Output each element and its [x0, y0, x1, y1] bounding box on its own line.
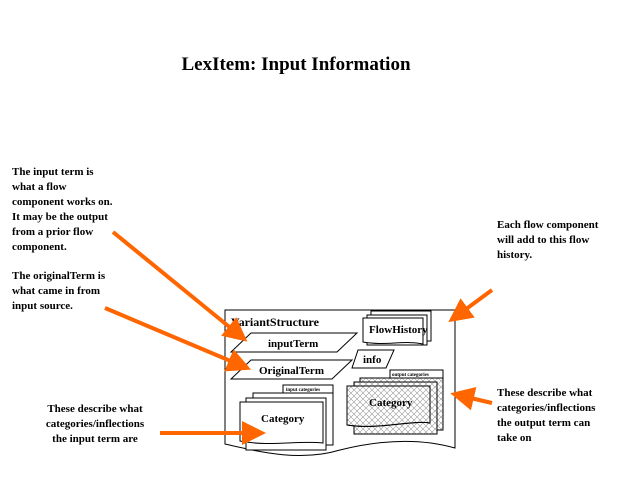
- note-line: component.: [12, 241, 67, 253]
- variant-structure-label: VariantStructure: [231, 315, 320, 329]
- note-line: component works on.: [12, 196, 113, 208]
- svg-text:FlowHistory: FlowHistory: [369, 324, 428, 336]
- output-categories: output categories Category: [346, 369, 444, 435]
- note-line: input source.: [12, 300, 73, 312]
- arrow-input-term: [111, 230, 248, 342]
- note-line: what came in from: [12, 285, 101, 297]
- note-line: what a flow: [12, 181, 67, 193]
- note-original-term: The originalTerm is what came in from in…: [12, 269, 105, 314]
- note-line: The input term is: [12, 166, 94, 178]
- svg-text:Category: Category: [261, 413, 305, 425]
- svg-text:output categories: output categories: [392, 373, 429, 378]
- svg-text:OriginalTerm: OriginalTerm: [259, 365, 324, 377]
- svg-text:inputTerm: inputTerm: [268, 338, 318, 350]
- input-categories: input categories Category: [239, 384, 334, 451]
- note-line: from a prior flow: [12, 226, 94, 238]
- note-line: These describe what: [497, 387, 593, 399]
- note-line: It may be the output: [12, 211, 108, 223]
- note-line: categories/inflections: [45, 418, 145, 430]
- note-line: take on: [497, 432, 532, 444]
- svg-text:Category: Category: [369, 397, 413, 409]
- input-term: inputTerm: [229, 332, 359, 353]
- note-line: These describe what: [47, 403, 143, 415]
- arrow-flow-history: [448, 288, 494, 323]
- note-line: history.: [497, 249, 533, 261]
- note-line: the input term are: [52, 433, 138, 445]
- note-line: The originalTerm is: [12, 270, 106, 282]
- arrow-output-categories: [450, 387, 493, 411]
- note-flow-history: Each flow component will add to this flo…: [497, 218, 598, 263]
- page-title: LexItem: Input Information: [181, 54, 411, 75]
- original-term: OriginalTerm: [229, 359, 354, 380]
- flow-history: FlowHistory: [362, 310, 432, 346]
- note-line: the output term can: [497, 417, 591, 429]
- info: info: [351, 349, 395, 369]
- arrow-original-term: [104, 306, 252, 372]
- note-line: categories/inflections: [497, 402, 596, 414]
- note-line: Each flow component: [497, 219, 599, 231]
- svg-text:info: info: [363, 354, 382, 366]
- svg-text:input categories: input categories: [286, 388, 320, 393]
- note-output-categories: These describe what categories/inflectio…: [497, 386, 595, 446]
- note-line: will add to this flow: [497, 234, 590, 246]
- note-input-categories: These describe what categories/inflectio…: [30, 402, 160, 447]
- note-input-term: The input term is what a flow component …: [12, 165, 113, 255]
